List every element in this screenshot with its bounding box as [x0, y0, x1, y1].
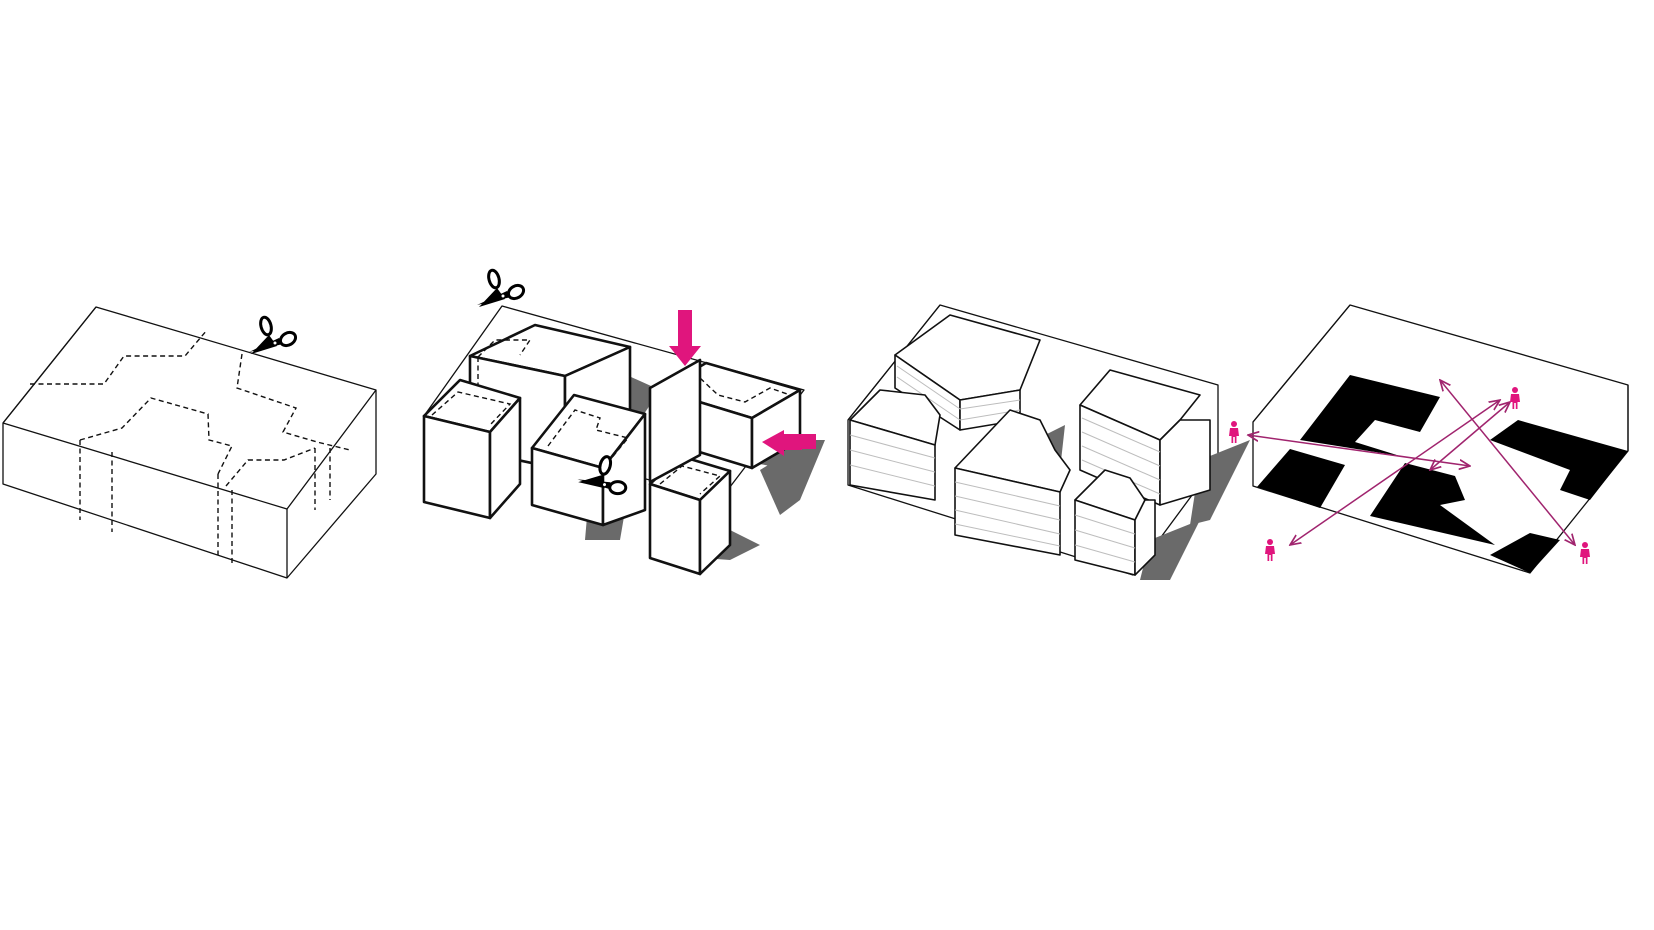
person-icon — [1580, 542, 1590, 564]
panel-block — [2, 306, 377, 579]
panel-cut-volumes — [422, 267, 825, 576]
scissors-icon — [247, 314, 300, 356]
scissors-icon — [475, 267, 528, 309]
person-icon — [1510, 387, 1520, 409]
arrow-down-icon — [669, 310, 701, 366]
person-icon — [1265, 539, 1275, 561]
person-icon — [1229, 421, 1239, 443]
panel-stacked-floors — [847, 304, 1250, 580]
panel-ground-plan — [1248, 304, 1629, 574]
arrow-left-icon — [762, 430, 816, 456]
